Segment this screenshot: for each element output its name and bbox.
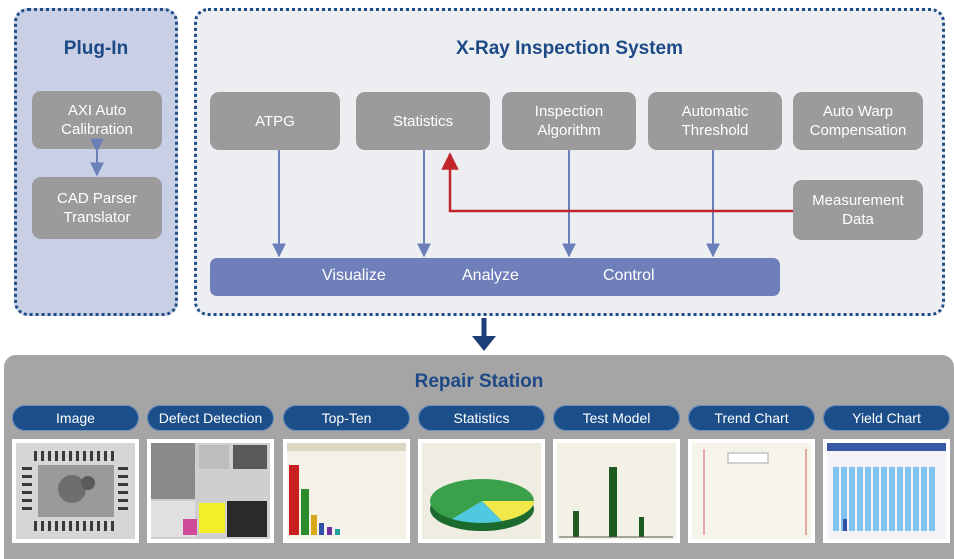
inspection-algorithm-box: Inspection Algorithm [502, 92, 636, 150]
tab-test-model[interactable]: Test Model [553, 405, 680, 431]
test-model-thumbnail[interactable] [553, 439, 680, 543]
tab-yield-chart[interactable]: Yield Chart [823, 405, 950, 431]
analyze-label: Analyze [462, 267, 519, 284]
auto-warp-compensation-box: Auto Warp Compensation [793, 92, 923, 150]
tab-statistics[interactable]: Statistics [418, 405, 545, 431]
axi-auto-calibration-box: AXI Auto Calibration [32, 91, 162, 149]
statistics-thumbnail[interactable] [418, 439, 545, 543]
automatic-threshold-box: Automatic Threshold [648, 92, 782, 150]
cad-parser-translator-box: CAD Parser Translator [32, 177, 162, 239]
measurement-data-box: Measurement Data [793, 180, 923, 240]
tab-image[interactable]: Image [12, 405, 139, 431]
statistics-box: Statistics [356, 92, 490, 150]
visualize-analyze-control-bar [210, 258, 780, 296]
repair-station-title: Repair Station [414, 371, 544, 392]
top-ten-thumbnail[interactable] [283, 439, 410, 543]
xray-title: X-Ray Inspection System [455, 38, 684, 59]
trend-chart-thumbnail[interactable] [688, 439, 815, 543]
visualize-label: Visualize [322, 267, 386, 284]
control-label: Control [603, 267, 655, 284]
plugin-title: Plug-In [63, 38, 129, 59]
tab-defect-detection[interactable]: Defect Detection [147, 405, 274, 431]
atpg-box: ATPG [210, 92, 340, 150]
defect-detection-thumbnail[interactable] [147, 439, 274, 543]
tab-trend-chart[interactable]: Trend Chart [688, 405, 815, 431]
yield-chart-thumbnail[interactable] [823, 439, 950, 543]
down-arrow-icon [472, 336, 496, 351]
tab-top-ten[interactable]: Top-Ten [283, 405, 410, 431]
image-thumbnail[interactable] [12, 439, 139, 543]
